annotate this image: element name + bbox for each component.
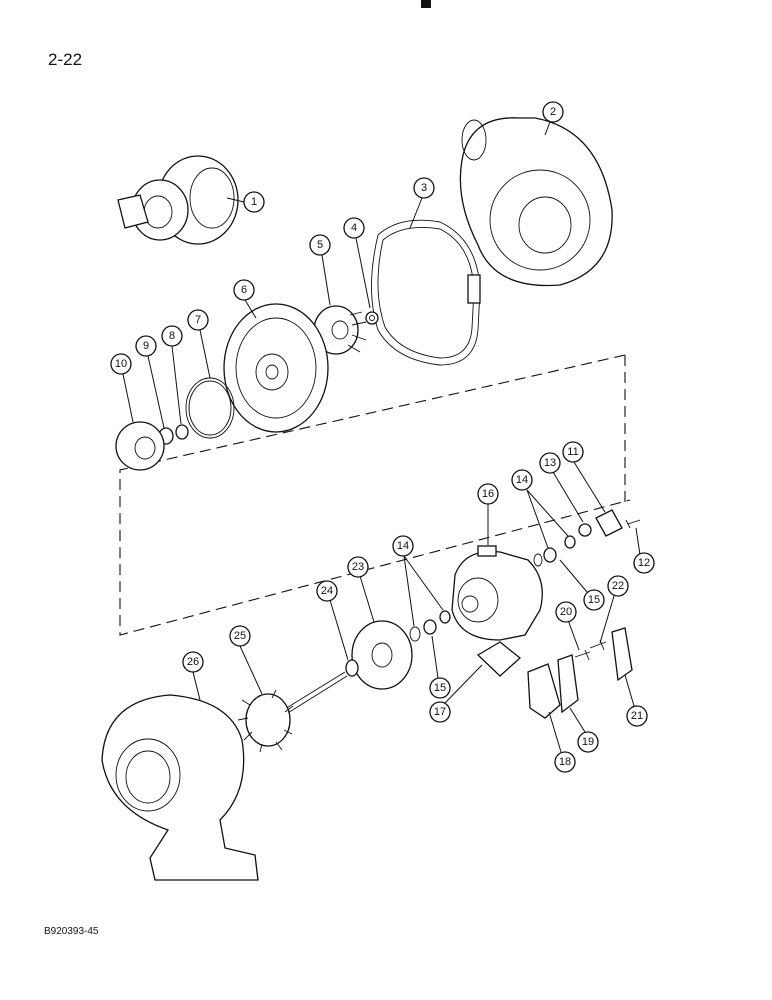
callout-label: 19 xyxy=(582,736,594,748)
callout-label: 24 xyxy=(321,585,333,597)
callout-10: 10 xyxy=(110,353,132,375)
part-o-ring xyxy=(185,377,235,439)
part-bearing-lower-14 xyxy=(439,610,451,624)
callout-22: 22 xyxy=(607,575,629,597)
callout-label: 11 xyxy=(567,446,578,458)
callout-19: 19 xyxy=(577,731,599,753)
callout-label: 6 xyxy=(241,284,247,296)
callout-label: 2 xyxy=(550,106,556,118)
part-bearing-upper-14 xyxy=(564,535,576,549)
callout-label: 21 xyxy=(631,710,643,722)
part-insert xyxy=(115,421,165,471)
callout-label: 7 xyxy=(195,314,201,326)
leader-lines xyxy=(122,121,641,753)
callout-label: 15 xyxy=(434,682,446,694)
callout-16: 16 xyxy=(477,483,499,505)
part-bracket-21 xyxy=(611,627,633,682)
part-retainer-lower xyxy=(409,626,421,642)
part-center-housing xyxy=(451,545,543,641)
callout-20: 20 xyxy=(555,601,577,623)
callout-label: 20 xyxy=(560,606,572,618)
callout-label: 16 xyxy=(482,488,494,500)
callout-15: 15 xyxy=(583,589,605,611)
callout-25: 25 xyxy=(229,625,251,647)
callout-label: 4 xyxy=(351,222,357,234)
part-thrust-plate xyxy=(595,509,623,537)
callout-24: 24 xyxy=(316,580,338,602)
callout-label: 14 xyxy=(516,474,528,486)
part-bearing-upper-15 xyxy=(543,547,557,563)
callout-label: 8 xyxy=(169,330,175,342)
part-bolt-22 xyxy=(589,639,607,651)
part-bearing-lower-15 xyxy=(423,619,437,635)
callout-23: 23 xyxy=(347,556,369,578)
callout-label: 25 xyxy=(234,630,246,642)
callout-label: 10 xyxy=(115,358,127,370)
part-collar xyxy=(578,523,592,537)
callout-label: 14 xyxy=(397,540,409,552)
part-bolt-20 xyxy=(574,649,591,661)
part-seal-ring xyxy=(175,424,189,440)
part-retainer-upper xyxy=(533,553,543,567)
callout-9: 9 xyxy=(135,335,157,357)
part-turbine-housing xyxy=(101,694,259,881)
part-o-ring-inner xyxy=(188,380,232,436)
callout-5: 5 xyxy=(309,234,331,256)
part-compressor-housing xyxy=(459,117,613,287)
callout-label: 18 xyxy=(559,756,571,768)
part-backplate xyxy=(223,303,329,433)
dashed-group-outline xyxy=(119,354,631,636)
callout-4: 4 xyxy=(343,217,365,239)
page-header-mark xyxy=(421,0,431,8)
part-v-band-clamp xyxy=(371,219,481,366)
part-gasket xyxy=(476,641,522,677)
callout-18: 18 xyxy=(554,751,576,773)
part-heat-shield xyxy=(351,620,413,690)
callout-1: 1 xyxy=(243,191,265,213)
callout-15-lower: 15 xyxy=(429,677,451,699)
callout-label: 22 xyxy=(612,580,624,592)
part-screw xyxy=(625,519,641,529)
callout-label: 26 xyxy=(187,656,199,668)
part-turbine-wheel-shaft xyxy=(237,671,348,753)
callout-label: 1 xyxy=(251,196,257,208)
callout-6: 6 xyxy=(233,279,255,301)
callout-14-lower: 14 xyxy=(392,535,414,557)
part-nut xyxy=(365,311,379,325)
callout-label: 23 xyxy=(352,561,364,573)
callout-label: 5 xyxy=(317,239,323,251)
callout-8: 8 xyxy=(161,325,183,347)
callout-label: 15 xyxy=(588,594,600,606)
figure-code: B920393-45 xyxy=(44,926,99,937)
callout-2: 2 xyxy=(542,101,564,123)
callout-label: 9 xyxy=(143,340,149,352)
callout-12: 12 xyxy=(633,552,655,574)
page-number: 2-22 xyxy=(48,50,83,69)
callout-label: 3 xyxy=(421,182,427,194)
callout-7: 7 xyxy=(187,309,209,331)
callout-11: 11 xyxy=(562,441,584,463)
part-piston-ring xyxy=(345,659,359,677)
callout-14: 14 xyxy=(511,469,533,491)
callout-label: 12 xyxy=(638,557,650,569)
callout-21: 21 xyxy=(626,705,648,727)
callout-3: 3 xyxy=(413,177,435,199)
part-bracket-19 xyxy=(557,654,579,714)
callout-13: 13 xyxy=(539,452,561,474)
callout-26: 26 xyxy=(182,651,204,673)
callout-label: 13 xyxy=(544,457,556,469)
callout-17: 17 xyxy=(429,701,451,723)
part-turbocharger-assembly xyxy=(117,155,239,245)
part-bracket-18 xyxy=(527,663,561,719)
callout-label: 17 xyxy=(434,706,446,718)
